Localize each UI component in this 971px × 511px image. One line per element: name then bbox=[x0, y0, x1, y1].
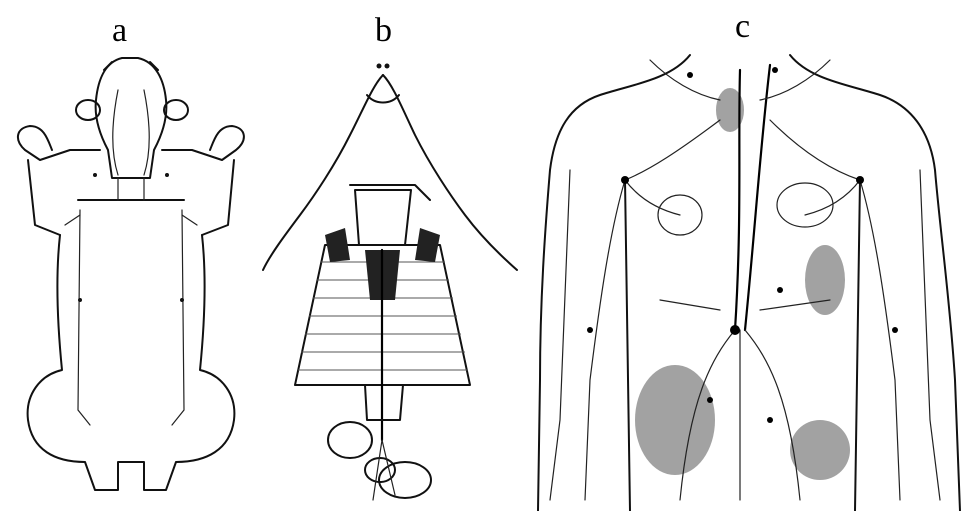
rat-outline-drawing bbox=[0, 0, 260, 511]
panel-a: a bbox=[0, 0, 260, 511]
panel-b: b bbox=[255, 0, 525, 511]
panel-c: c bbox=[530, 0, 971, 511]
dissected-rat-drawing bbox=[255, 0, 525, 511]
human-lymphatic-drawing bbox=[530, 0, 971, 511]
